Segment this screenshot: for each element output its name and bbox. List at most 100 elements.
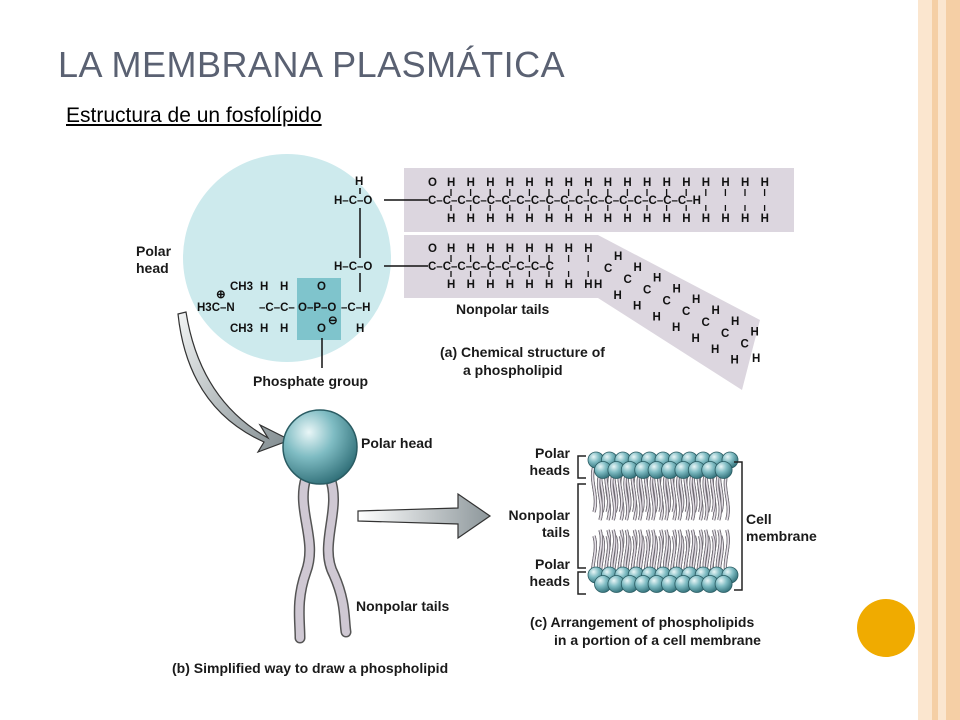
svg-text:H: H [565, 279, 573, 291]
svg-text:H: H [702, 177, 710, 189]
caption-b: (b) Simplified way to draw a phospholipi… [172, 660, 448, 676]
glycerol-backbone: H H–C–O H–C–O [334, 176, 428, 292]
svg-text:H: H [653, 311, 661, 323]
chain-o: O [428, 177, 437, 189]
svg-text:H: H [260, 281, 268, 293]
kink-c: C [721, 328, 729, 340]
chem-ch3-top: CH3 [230, 281, 253, 293]
svg-text:H: H [545, 279, 553, 291]
polar-head-label-2: head [136, 260, 169, 276]
svg-text:H: H [692, 294, 700, 306]
chain-o: O [428, 243, 437, 255]
phosphate-group: O O–P–O O ⊖ –C–H H [298, 281, 370, 368]
svg-text:H: H [741, 213, 749, 225]
nonpolar-tails-c-1: Nonpolar [509, 507, 571, 523]
svg-text:H: H [280, 281, 288, 293]
svg-text:H: H [525, 177, 533, 189]
tail-band-bottom [404, 235, 760, 390]
straight-arrow [357, 492, 492, 540]
caption-c-2: in a portion of a cell membrane [554, 632, 761, 648]
chem-opo: O–P–O [298, 302, 336, 314]
membrane-head [714, 461, 733, 479]
chem-plus: ⊕ [216, 289, 226, 301]
panel-c: Polar heads Nonpolar tails Polar heads C… [509, 445, 817, 648]
svg-text:H: H [467, 243, 475, 255]
svg-text:H: H [721, 213, 729, 225]
chem-h-top: H [355, 176, 363, 188]
svg-text:H: H [447, 177, 455, 189]
svg-text:H: H [623, 177, 631, 189]
svg-text:H: H [486, 177, 494, 189]
panel-b: Polar head Nonpolar tails (b) Simplified… [172, 409, 450, 676]
svg-text:H: H [584, 279, 592, 291]
tail-left [295, 474, 314, 642]
svg-text:H: H [604, 177, 612, 189]
kink-c: C [624, 274, 632, 286]
cell-membrane-label-1: Cell [746, 511, 772, 527]
phosphate-group-label: Phosphate group [253, 373, 368, 389]
svg-text:H: H [467, 177, 475, 189]
svg-text:H: H [741, 177, 749, 189]
svg-text:H: H [486, 243, 494, 255]
svg-text:H: H [447, 279, 455, 291]
svg-text:H: H [682, 213, 690, 225]
svg-text:H: H [506, 213, 514, 225]
chem-minus: ⊖ [328, 315, 338, 327]
svg-text:H: H [731, 355, 739, 367]
caption-c-1: (c) Arrangement of phospholipids [530, 614, 754, 630]
tail-band-top [404, 168, 794, 232]
svg-text:H: H [260, 323, 268, 335]
tail-right [324, 474, 350, 636]
caption-a-1: (a) Chemical structure of [440, 344, 605, 360]
svg-text:H: H [673, 283, 681, 295]
kink-c: C [682, 306, 690, 318]
svg-text:H: H [486, 213, 494, 225]
svg-text:H: H [731, 316, 739, 328]
polar-head-ball [282, 409, 358, 485]
chain-backbone: C–C–C–C–C–C–C–C–C [428, 261, 554, 273]
edge-stripe-1 [918, 0, 932, 720]
svg-text:H: H [506, 279, 514, 291]
svg-text:H: H [614, 251, 622, 263]
polar-heads-bot-2: heads [530, 573, 571, 589]
kink-c: C [643, 285, 651, 297]
svg-text:H: H [565, 213, 573, 225]
polar-head-label-1: Polar [136, 243, 172, 259]
svg-text:H: H [623, 213, 631, 225]
edge-stripe-4 [946, 0, 960, 720]
chem-hco-1: H–C–O [334, 195, 372, 207]
svg-text:H: H [525, 279, 533, 291]
svg-text:H: H [653, 273, 661, 285]
svg-text:H: H [356, 323, 364, 335]
polar-heads-top-1: Polar [535, 445, 571, 461]
cell-membrane-label-2: membrane [746, 528, 817, 544]
svg-text:H: H [506, 243, 514, 255]
polar-heads-bot-1: Polar [535, 556, 571, 572]
chem-h3cn: H3C–N [197, 302, 235, 314]
svg-text:H: H [280, 323, 288, 335]
polar-head-label-b: Polar head [361, 435, 433, 451]
edge-stripe-3 [938, 0, 946, 720]
svg-text:–C–H: –C–H [341, 302, 370, 314]
svg-text:H: H [467, 279, 475, 291]
chem-ch3-bot: CH3 [230, 323, 253, 335]
nonpolar-tails-label-a: Nonpolar tails [456, 301, 550, 317]
nonpolar-tails-label-b: Nonpolar tails [356, 598, 450, 614]
nonpolar-tails-c-2: tails [542, 524, 570, 540]
svg-text:H: H [545, 243, 553, 255]
right-bracket [734, 461, 743, 591]
svg-text:H: H [545, 177, 553, 189]
svg-text:H: H [594, 279, 602, 291]
svg-text:H: H [682, 177, 690, 189]
svg-text:H: H [633, 301, 641, 313]
svg-text:H: H [752, 353, 760, 365]
svg-text:H: H [663, 177, 671, 189]
svg-text:H: H [584, 243, 592, 255]
svg-text:H: H [634, 262, 642, 274]
svg-text:H: H [702, 213, 710, 225]
